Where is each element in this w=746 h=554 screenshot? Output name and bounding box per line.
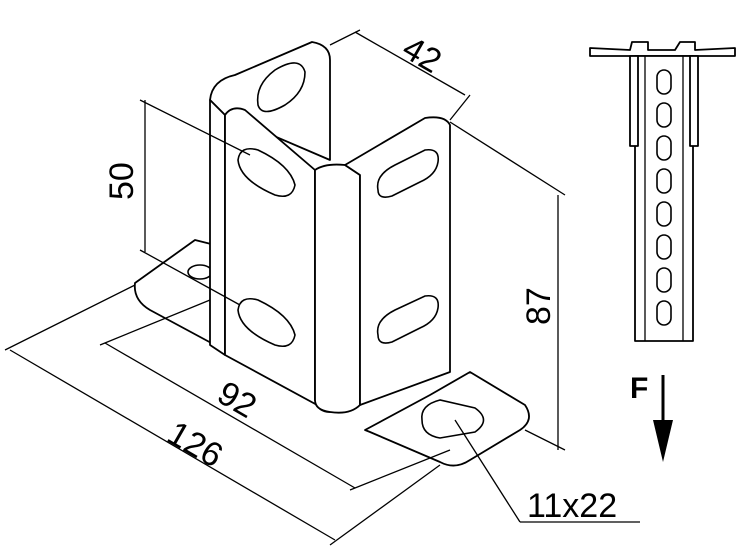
side-view-slot — [656, 234, 672, 260]
force-arrow-icon — [653, 420, 673, 462]
dim-line-42 — [354, 31, 466, 96]
dim-42: 42 — [396, 29, 448, 81]
right-wall — [344, 116, 451, 406]
leader-slot — [454, 419, 521, 523]
dim-50: 50 — [103, 162, 141, 200]
side-view-slot — [656, 201, 672, 227]
dim-slot: 11x22 — [527, 487, 617, 525]
side-view-slot — [656, 102, 672, 128]
side-view-slot — [656, 168, 672, 194]
dim-line-92 — [104, 342, 356, 489]
dim-92: 92 — [211, 374, 263, 426]
base-slot-right — [421, 399, 485, 439]
force-label: F — [630, 372, 648, 405]
back-slot — [256, 62, 306, 113]
right-slot-upper — [376, 148, 440, 198]
base-plate-left — [133, 239, 216, 346]
right-slot-lower — [376, 294, 440, 344]
side-view-slot — [656, 69, 672, 95]
side-view — [589, 41, 736, 342]
corner — [314, 163, 361, 414]
side-view-slot — [656, 300, 672, 326]
front-slot-lower — [237, 297, 296, 348]
dim-87: 87 — [520, 287, 558, 325]
base-slot-left — [187, 264, 213, 280]
dim-126: 126 — [161, 414, 229, 475]
front-slot-upper — [237, 147, 296, 198]
side-view-slot — [656, 267, 672, 293]
dim-line-126 — [9, 349, 336, 541]
side-view-slot — [656, 135, 672, 161]
